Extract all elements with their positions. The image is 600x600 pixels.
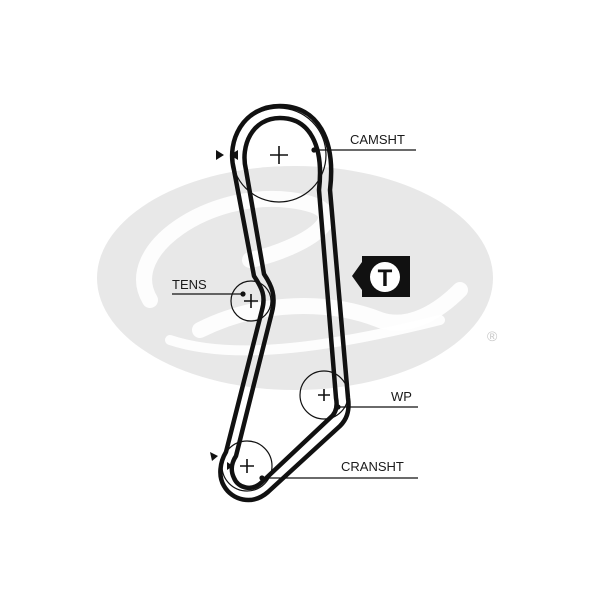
camshaft-timing-mark-icon [216, 150, 224, 160]
water-pump-pulley-circle [299, 370, 349, 420]
tension-badge-pointer-icon [352, 262, 362, 290]
tension-badge: T [352, 256, 410, 297]
belt-inner-outline [229, 115, 339, 491]
crankshaft-pulley-circle [221, 440, 273, 492]
crankshaft-leader-dot [259, 475, 265, 481]
tensioner-pulley-circle [230, 280, 272, 322]
crankshaft-timing-mark-arrow-icon [227, 462, 233, 470]
crankshaft-timing-mark-icon [210, 452, 218, 461]
watermark-registered-mark: ® [487, 328, 498, 344]
crankshaft-label: CRANSHT [341, 459, 404, 474]
tensioner-label: TENS [172, 277, 207, 292]
tension-badge-circle [370, 262, 400, 292]
camshaft-label: CAMSHT [350, 132, 405, 147]
watermark-script-stroke-2 [165, 315, 445, 356]
watermark-script-stroke [136, 190, 468, 338]
crankshaft-center-cross [240, 459, 254, 473]
tension-badge-letter: T [378, 265, 393, 292]
camshaft-center-cross [270, 146, 288, 164]
tensioner-leader-dot [240, 291, 246, 297]
water-pump-center-cross [318, 389, 330, 401]
gates-watermark-logo: ® [97, 166, 498, 390]
water-pump-leader-dot [335, 404, 341, 410]
camshaft-timing-mark-arrow-icon [230, 150, 238, 160]
water-pump-pulley [299, 370, 349, 420]
leader-lines [172, 147, 418, 481]
water-pump-label: WP [391, 389, 412, 404]
camshaft-leader-dot [311, 147, 317, 153]
crankshaft-pulley [221, 440, 273, 492]
tensioner-center-cross [244, 294, 258, 308]
tensioner-pulley [230, 280, 272, 322]
